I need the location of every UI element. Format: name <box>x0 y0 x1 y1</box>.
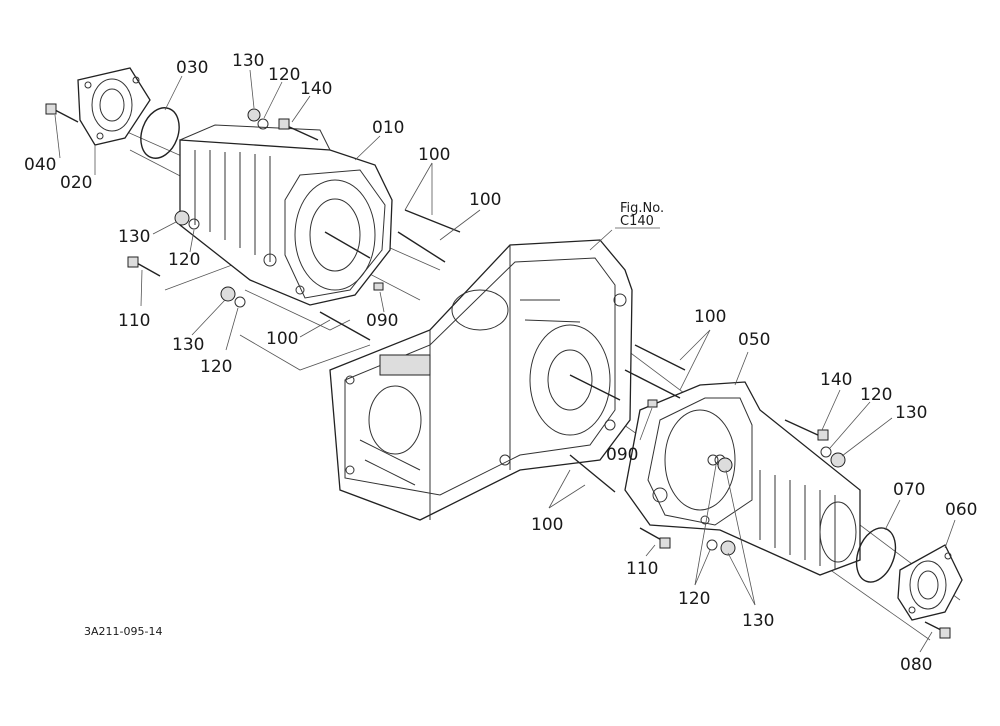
callout-080: 080 <box>900 655 932 675</box>
callout-100-upper: 100 <box>469 190 501 210</box>
callout-120-bottom: 120 <box>678 589 710 609</box>
figure-ref-number: C140 <box>620 214 654 229</box>
left-axle-housing <box>179 124 393 306</box>
callout-030: 030 <box>176 58 208 78</box>
callout-020: 020 <box>60 173 92 193</box>
callout-130-lower: 130 <box>172 335 204 355</box>
callout-130-bottom: 130 <box>742 611 774 631</box>
callout-100-bottom: 100 <box>531 515 563 535</box>
callout-050: 050 <box>738 330 770 350</box>
callout-110-right: 110 <box>626 559 658 579</box>
leader-lines <box>54 69 956 653</box>
o-ring-left <box>140 107 180 159</box>
right-bearing-cover <box>897 544 963 621</box>
callout-labels: 030 130 120 140 010 040 020 100 100 Fig.… <box>24 51 977 675</box>
callout-120-top: 120 <box>268 65 300 85</box>
transmission-case <box>329 239 633 521</box>
callout-140-right: 140 <box>820 370 852 390</box>
callout-120-right: 120 <box>860 385 892 405</box>
studs <box>319 209 686 493</box>
left-bearing-cover <box>77 67 151 146</box>
callout-100-right: 100 <box>694 307 726 327</box>
callout-010: 010 <box>372 118 404 138</box>
callout-120-lower: 120 <box>200 357 232 377</box>
callout-060: 060 <box>945 500 977 520</box>
right-axle-housing <box>624 381 861 576</box>
callout-100-left: 100 <box>266 329 298 349</box>
drawing-code: 3A211-095-14 <box>84 625 162 638</box>
callout-130-left: 130 <box>118 227 150 247</box>
callout-090-right: 090 <box>606 445 638 465</box>
callout-100-top: 100 <box>418 145 450 165</box>
callout-120-left: 120 <box>168 250 200 270</box>
callout-130-top: 130 <box>232 51 264 71</box>
callout-110-left: 110 <box>118 311 150 331</box>
callout-140-left: 140 <box>300 79 332 99</box>
callout-040: 040 <box>24 155 56 175</box>
callout-090-left: 090 <box>366 311 398 331</box>
callout-130-right: 130 <box>895 403 927 423</box>
callout-070: 070 <box>893 480 925 500</box>
figure-ref-label: Fig.No. <box>620 201 664 216</box>
hardware <box>45 103 951 639</box>
